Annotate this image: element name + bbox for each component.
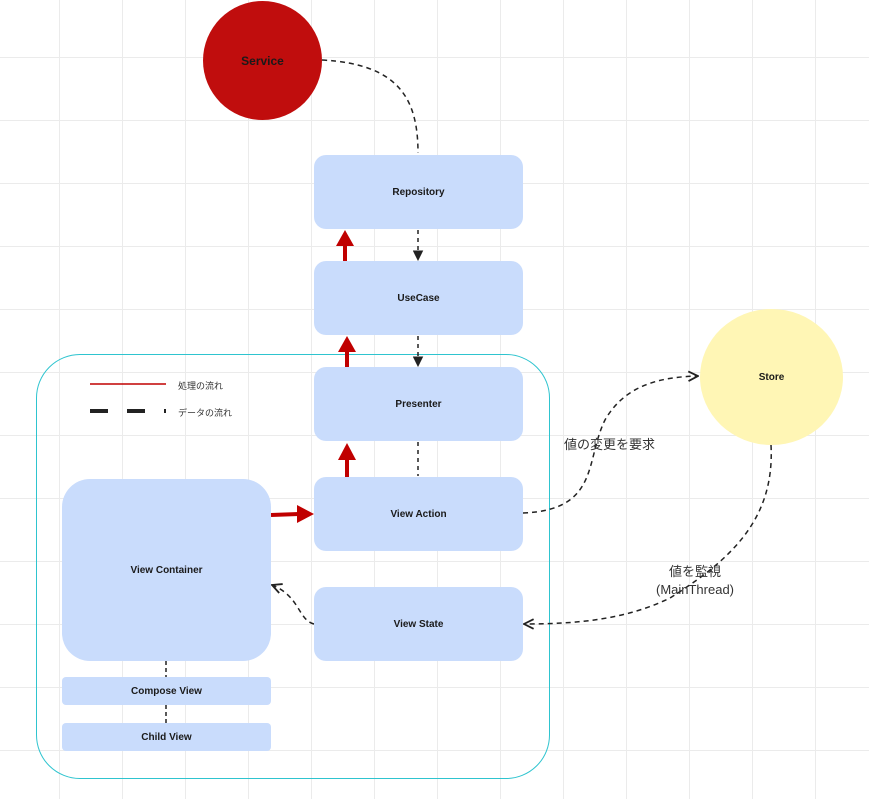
view-state-node[interactable]: View State: [314, 587, 523, 661]
process-arrow-viewaction-to-presenter: [338, 443, 356, 477]
child-view-node[interactable]: Child View: [62, 723, 271, 751]
store-label: Store: [758, 371, 785, 383]
request-change-text: 値の変更を要求: [564, 437, 656, 452]
observe-value-annotation: 値を監視 (MainThread): [645, 563, 745, 599]
observe-value-text-line1: 値を監視: [668, 564, 721, 579]
view-container-node[interactable]: View Container: [62, 479, 271, 661]
store-node[interactable]: Store: [700, 309, 843, 445]
presenter-label: Presenter: [395, 398, 442, 410]
service-to-repository-connector: [321, 59, 419, 154]
request-change-annotation: 値の変更を要求: [564, 436, 655, 454]
service-node[interactable]: Service: [203, 1, 322, 120]
usecase-node[interactable]: UseCase: [314, 261, 523, 335]
presenter-node[interactable]: Presenter: [314, 367, 523, 441]
viewstate-to-viewcontainer-connector: [272, 585, 315, 625]
viewaction-to-store-connector: [522, 376, 698, 514]
store-to-viewstate-connector: [524, 444, 772, 624]
process-arrow-presenter-to-usecase: [338, 336, 356, 367]
compose-view-node[interactable]: Compose View: [62, 677, 271, 705]
child-view-label: Child View: [141, 731, 192, 743]
process-arrow-usecase-to-repository: [336, 230, 354, 261]
repository-node[interactable]: Repository: [314, 155, 523, 229]
view-action-node[interactable]: View Action: [314, 477, 523, 551]
usecase-label: UseCase: [397, 292, 440, 304]
view-state-label: View State: [393, 618, 444, 630]
view-action-label: View Action: [390, 508, 447, 520]
legend-process-flow-label: 処理の流れ: [178, 381, 224, 391]
service-label: Service: [241, 53, 284, 68]
process-arrow-viewcontainer-to-viewaction: [270, 505, 314, 523]
legend-data-flow-label: データの流れ: [178, 408, 233, 418]
repository-label: Repository: [392, 186, 445, 198]
observe-value-text-line2: (MainThread): [655, 582, 735, 597]
view-container-label: View Container: [130, 564, 203, 576]
compose-view-label: Compose View: [131, 685, 202, 697]
view-layer-container: [36, 354, 550, 779]
